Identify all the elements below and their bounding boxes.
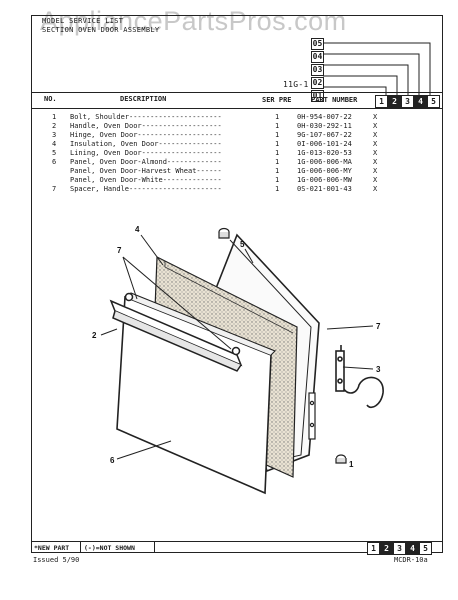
callout-5: 5 [240, 240, 245, 249]
version-num-box: 3 [393, 542, 406, 555]
header-rule-bottom [31, 108, 443, 109]
callout-7b: 7 [376, 322, 381, 331]
part-desc: Panel, Oven Door-White-------------- [70, 176, 222, 184]
part-qty: 1 [275, 185, 280, 193]
part-number: 9G-107-067-22 [297, 131, 352, 139]
part-desc: Hinge, Oven Door-------------------- [70, 131, 222, 139]
part-version-mark: X [373, 176, 378, 184]
shoulder-bolt [218, 227, 347, 464]
part-desc: Panel, Oven Door-Almond------------- [70, 158, 222, 166]
part-number: 1G-006-006-MY [297, 167, 352, 175]
part-qty: 1 [275, 113, 280, 121]
part-number: 1G-006-006-MA [297, 158, 352, 166]
version-num-box: 2 [380, 542, 393, 555]
part-version-mark: X [373, 149, 378, 157]
watermark-text: AppliancePartsPros.com [40, 6, 347, 36]
version-num-box: 1 [367, 542, 380, 555]
section-line: SECTION OVEN DOOR ASSEMBLY [42, 26, 160, 34]
part-number: 0H-954-007-22 [297, 113, 352, 121]
part-desc: Bolt, Shoulder---------------------- [70, 113, 222, 121]
part-no: 4 [52, 140, 57, 148]
hinge-bracket [308, 392, 316, 440]
version-box: 05 [311, 38, 324, 50]
part-version-mark: X [373, 167, 378, 175]
new-part-legend: *NEW PART [34, 544, 70, 552]
part-qty: 1 [275, 176, 280, 184]
version-num-box: 2 [388, 95, 401, 108]
version-box: 04 [311, 51, 324, 63]
part-desc: Spacer, Handle---------------------- [70, 185, 222, 193]
part-qty: 1 [275, 158, 280, 166]
version-num-box: 4 [406, 542, 419, 555]
col-ser-pre: SER PRE [262, 96, 292, 104]
version-box: 02 [311, 77, 324, 89]
footer-divider [80, 541, 81, 553]
part-version-mark: X [373, 158, 378, 166]
header-rule-top [31, 92, 443, 93]
part-qty: 1 [275, 140, 280, 148]
part-number: 0I-006-101-24 [297, 140, 352, 148]
part-version-mark: X [373, 131, 378, 139]
part-number: 0S-021-001-43 [297, 185, 352, 193]
part-desc: Panel, Oven Door-Harvest Wheat------ [70, 167, 222, 175]
col-part-number: PART NUMBER [311, 96, 358, 104]
part-no: 6 [52, 158, 57, 166]
part-number: 1G-013-020-53 [297, 149, 352, 157]
doc-code: MCDR-10a [394, 556, 428, 564]
callout-4: 4 [135, 225, 140, 234]
part-desc: Insulation, Oven Door--------------- [70, 140, 222, 148]
version-num-box: 3 [401, 95, 414, 108]
callout-7a: 7 [117, 246, 122, 255]
version-num-box: 5 [419, 542, 432, 555]
version-leader-lines [323, 42, 431, 98]
part-no: 7 [52, 185, 57, 193]
version-box: 01 [311, 90, 324, 102]
version-num-box: 4 [414, 95, 427, 108]
part-no: 2 [52, 122, 57, 130]
part-version-mark: X [373, 140, 378, 148]
part-desc: Lining, Oven Door------------------- [70, 149, 222, 157]
part-number: 1G-006-006-MW [297, 176, 352, 184]
callout-3: 3 [376, 365, 381, 374]
callout-2: 2 [92, 331, 97, 340]
part-qty: 1 [275, 122, 280, 130]
version-num-box: 1 [375, 95, 388, 108]
part-qty: 1 [275, 149, 280, 157]
footer-divider [154, 541, 155, 553]
version-box: 03 [311, 64, 324, 76]
part-number: 0H-030-292-11 [297, 122, 352, 130]
callout-6: 6 [110, 456, 115, 465]
not-shown-legend: (-)=NOT SHOWN [84, 544, 135, 552]
oven-door-handle [109, 292, 243, 372]
part-version-mark: X [373, 122, 378, 130]
model-line: MODEL SERVICE LIST [42, 17, 124, 25]
footer-rule [31, 541, 443, 542]
part-no: 3 [52, 131, 57, 139]
version-stack: 05 04 03 02 01 [311, 38, 324, 103]
part-version-mark: X [373, 113, 378, 121]
col-version-nums: 1 2 3 4 5 [375, 95, 440, 108]
callout-1: 1 [349, 460, 354, 469]
col-no: NO. [44, 95, 57, 103]
issued-date: Issued 5/90 [33, 556, 80, 564]
col-description: DESCRIPTION [120, 95, 167, 103]
part-no: 1 [52, 113, 57, 121]
part-no: 5 [52, 149, 57, 157]
part-qty: 1 [275, 131, 280, 139]
exploded-diagram: 7 4 5 2 7 3 6 1 [92, 225, 384, 495]
footer-version-nums: 1 2 3 4 5 [367, 542, 432, 555]
oven-door-hinge [335, 345, 384, 409]
version-num-box: 5 [427, 95, 440, 108]
part-qty: 1 [275, 167, 280, 175]
part-desc: Handle, Oven Door------------------- [70, 122, 222, 130]
part-version-mark: X [373, 185, 378, 193]
parts-list: 1 Bolt, Shoulder---------------------- 1… [0, 113, 458, 203]
page-frame [31, 15, 443, 553]
page-code: 11G-1 [283, 80, 309, 89]
